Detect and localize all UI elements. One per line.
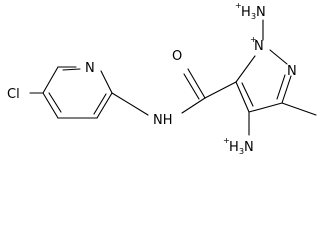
- carbonyl-oxygen-label: O: [172, 49, 182, 64]
- n1-ammonium-n: N: [256, 5, 266, 20]
- bond-c4-c5: [235, 81, 250, 113]
- pyridine-nitrogen-label: N: [85, 61, 95, 76]
- c4-ammonium-subscript: 3: [239, 147, 244, 156]
- pyrazole-n2-label: N: [287, 64, 297, 79]
- bond-c3-methyl: [281, 102, 317, 116]
- bond-n1-c2: [100, 70, 113, 94]
- amide-nh-label: NH: [153, 113, 173, 128]
- c4-ammonium-h: H: [229, 140, 239, 155]
- bond-c2-nh: [111, 92, 149, 116]
- bond-c2-c3-double: [93, 93, 107, 115]
- molecule-drawing: Cl N NH O N + N + H 3 N + H 3 N: [7, 1, 317, 156]
- bond-nh-co: [181, 97, 206, 114]
- bond-c2-c3: [96, 92, 113, 119]
- n1-ammonium-subscript: 3: [251, 12, 256, 21]
- n1-ammonium-charge: +: [235, 1, 242, 10]
- bond-n1-n2: [269, 49, 288, 65]
- n1-ammonium-h: H: [241, 5, 251, 20]
- bond-c5-c6: [42, 66, 59, 94]
- pyrazole-n1-label: N: [254, 39, 264, 54]
- pyrazole-ring: [235, 19, 317, 136]
- bond-co-c5: [204, 81, 237, 99]
- pyridine-ring: [29, 66, 113, 119]
- bond-c6-n1-double: [62, 68, 81, 71]
- chlorine-label: Cl: [7, 87, 20, 102]
- bond-c3-c4: [248, 102, 283, 113]
- bond-c4-c5-double: [241, 82, 254, 107]
- c4-ammonium-n: N: [244, 140, 254, 155]
- pyrazole-n1-charge: +: [250, 35, 257, 44]
- c4-ammonium-charge: +: [223, 136, 230, 145]
- bond-c4-c5: [42, 92, 59, 119]
- bond-c4-c5-double: [48, 92, 62, 113]
- bond-carbonyl-double: [183, 73, 200, 100]
- bond-c5-n1: [235, 55, 256, 83]
- bond-n2-c3: [281, 75, 292, 104]
- n1-ammonium-label: + H 3 N: [235, 1, 266, 21]
- structure-diagram: Cl N NH O N + N + H 3 N + H 3 N: [7, 1, 317, 156]
- amide-linkage: [111, 68, 237, 116]
- c4-ammonium-label: + H 3 N: [223, 136, 254, 156]
- bond-carbonyl: [187, 68, 206, 99]
- bond-n2-c3-double: [276, 74, 286, 100]
